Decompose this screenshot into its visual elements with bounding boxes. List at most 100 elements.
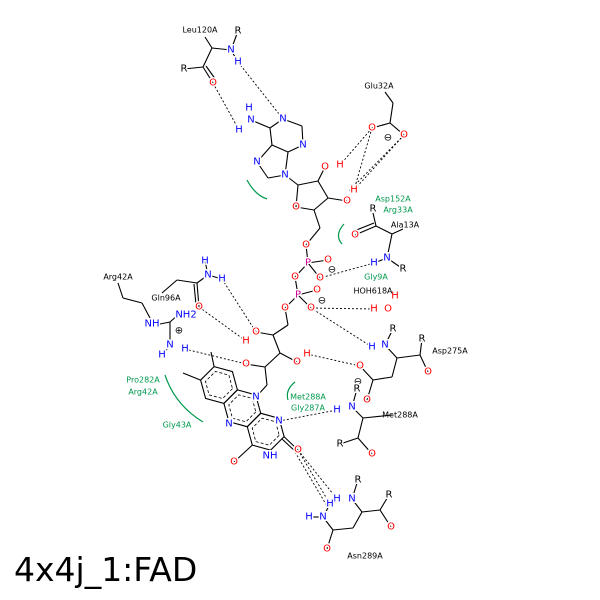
bond — [282, 118, 303, 127]
atom-label: H — [158, 350, 166, 361]
atom-label: N — [299, 140, 306, 151]
flavin-ring-aromatic — [251, 417, 280, 446]
hydrogen-bonds — [184, 61, 405, 507]
bond — [230, 30, 239, 51]
atom-label: O — [321, 162, 329, 173]
bond — [204, 260, 209, 276]
bond — [205, 65, 217, 81]
bond — [366, 379, 374, 401]
atom-label: O — [316, 273, 324, 284]
atom-label: R — [390, 324, 397, 335]
bond — [122, 297, 143, 304]
atom-label: H — [303, 349, 311, 360]
atom-label: O — [368, 123, 376, 134]
bond — [419, 338, 423, 356]
bond — [255, 331, 274, 336]
atom-label: O — [291, 272, 299, 283]
flavin-ring — [246, 412, 285, 451]
bond — [357, 417, 364, 439]
hydrogen-bond-line — [221, 278, 257, 333]
atom-label: O — [292, 202, 300, 213]
atom-label: H — [326, 499, 334, 510]
residue-label: Leu120A — [182, 26, 218, 35]
hydrogen-bond-line — [297, 449, 331, 505]
bond — [284, 151, 289, 176]
atom-label: R — [400, 264, 407, 275]
hydrogen-bond-line — [212, 82, 240, 131]
bond — [313, 197, 329, 211]
atom-label: O — [313, 285, 321, 296]
atom-label: O — [209, 78, 217, 89]
atom-label: R — [386, 490, 393, 501]
bond — [255, 384, 268, 398]
bond — [317, 166, 326, 182]
hydrogen-bond-line — [278, 409, 338, 422]
atom-label: R — [354, 384, 361, 395]
bond — [373, 257, 388, 264]
residue-labels: Leu120AGlu32AAsp152AArg33AAla13AGly9AHOH… — [103, 26, 468, 561]
bond — [371, 122, 391, 129]
bond — [372, 376, 393, 381]
atom-label: O — [195, 302, 203, 313]
hydrophobic-contact-arc — [246, 179, 268, 200]
bond — [272, 324, 289, 336]
atom-label: ⊖ — [384, 133, 392, 144]
residue-label: Arg42A — [103, 273, 133, 282]
atom-label: O — [252, 327, 260, 338]
bond — [196, 274, 209, 284]
residue-label: Gly43A — [163, 421, 192, 430]
bond — [297, 289, 318, 296]
bond — [196, 282, 200, 308]
bond — [284, 307, 289, 326]
hydrogen-bond-line — [347, 134, 405, 193]
bond — [176, 279, 198, 284]
atom-label: O — [324, 255, 332, 266]
bonds — [117, 30, 429, 550]
hydrophobic-contact-arc — [164, 374, 204, 423]
bond — [161, 279, 178, 294]
bond — [351, 406, 364, 419]
bond — [272, 334, 281, 354]
bond — [419, 354, 429, 373]
bond — [294, 262, 309, 278]
flavin-ring-aromatic — [228, 394, 257, 423]
hydrogen-bond-line — [310, 307, 375, 310]
atom-label: R — [370, 204, 377, 215]
atom-label: H — [350, 185, 358, 196]
atom-label: N — [281, 170, 288, 181]
bond — [396, 354, 421, 359]
atom-label: H — [333, 494, 341, 505]
atom-label: N — [247, 115, 254, 126]
bond — [357, 437, 373, 455]
bond — [271, 144, 289, 153]
atom-label: R — [419, 334, 426, 345]
hydrogen-bond-line — [184, 348, 247, 365]
bond — [372, 212, 377, 227]
bond — [361, 509, 381, 513]
atom-label: N — [381, 340, 388, 351]
bond — [161, 344, 171, 356]
bond — [375, 225, 393, 235]
bond — [233, 444, 253, 463]
bond — [389, 102, 394, 124]
atom-label: N — [383, 253, 390, 264]
atom-label: O — [294, 445, 302, 456]
bond — [322, 503, 331, 518]
atom-label: NH — [145, 319, 160, 330]
bond — [384, 91, 394, 104]
bond — [351, 498, 363, 513]
atom-label: O — [368, 449, 376, 460]
bond — [193, 283, 197, 306]
atom-label: ⊖ — [328, 265, 336, 276]
atom-label: H — [391, 291, 399, 302]
atom-label: N — [253, 157, 260, 168]
bond — [352, 511, 363, 529]
atom-label: ⊕ — [175, 326, 183, 337]
bond — [169, 314, 179, 323]
bond — [230, 49, 239, 63]
ligand-title: 4x4j_1:FAD — [14, 550, 198, 589]
bond — [391, 357, 398, 378]
atom-label: H — [305, 512, 313, 523]
residue-label: Met288A — [290, 393, 326, 402]
